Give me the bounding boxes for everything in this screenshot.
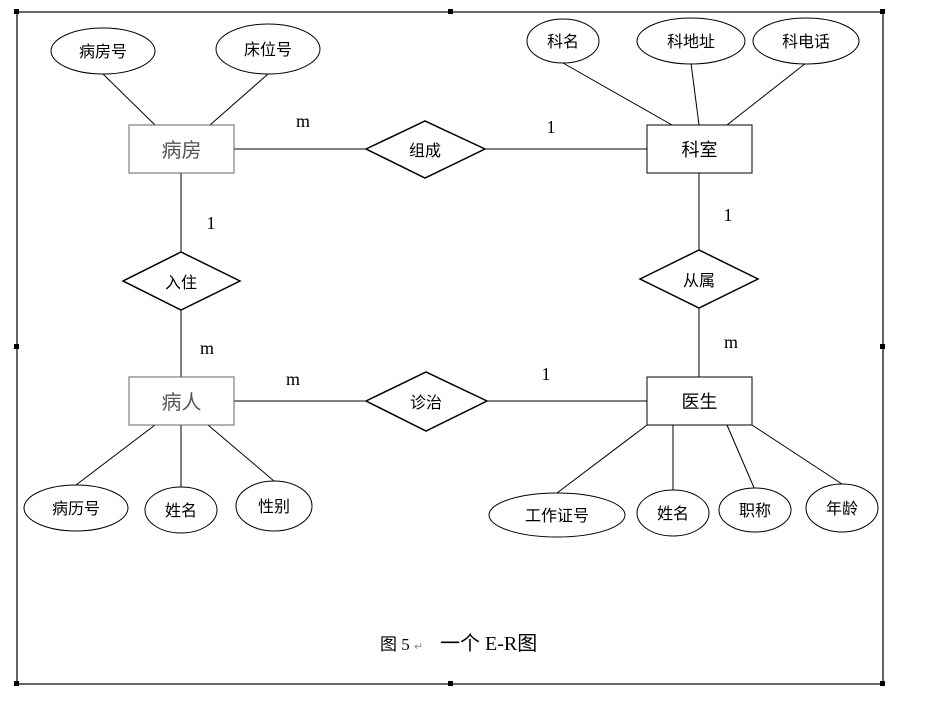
caption-label: 图 5 xyxy=(380,635,410,654)
cardinality-label: 1 xyxy=(547,117,556,137)
relationship-diamond xyxy=(638,249,760,309)
connector xyxy=(690,62,700,126)
cardinalities: m 1 1 m 1 m m 1 xyxy=(200,111,738,389)
cardinality-label: 1 xyxy=(542,364,551,384)
frame-handle xyxy=(880,681,885,686)
connector xyxy=(751,424,843,485)
connector xyxy=(562,62,673,126)
attribute-ellipse xyxy=(235,480,313,532)
attribute-ellipse xyxy=(718,487,792,533)
attribute-dept-phone: 科电话 xyxy=(752,17,860,65)
entity-label: 科室 xyxy=(682,140,718,161)
attribute-doctor-name: 姓名 xyxy=(636,489,710,537)
relationship-label: 诊治 xyxy=(410,393,442,412)
attribute-ellipse xyxy=(752,17,860,65)
relationship-diamond xyxy=(364,371,489,432)
frame-handle xyxy=(448,681,453,686)
attributes: 病房号 床位号 科名 科地址 科电话 病历号 姓名 性别 xyxy=(23,17,879,538)
cardinality-label: 1 xyxy=(724,205,733,225)
entity-box xyxy=(646,124,753,174)
relationship-belongs: 从属 xyxy=(638,249,760,309)
frame-handle xyxy=(14,681,19,686)
connector xyxy=(556,424,648,494)
attribute-label: 姓名 xyxy=(165,501,197,520)
attribute-ellipse xyxy=(215,23,321,75)
attribute-work-id: 工作证号 xyxy=(488,492,626,538)
entity-label: 医生 xyxy=(682,392,718,413)
attribute-label: 性别 xyxy=(258,497,290,516)
attribute-patient-gender: 性别 xyxy=(235,480,313,532)
cardinality-label: m xyxy=(296,111,310,131)
attribute-ellipse xyxy=(144,486,218,534)
attribute-ellipse xyxy=(636,489,710,537)
connector xyxy=(102,73,156,126)
diagram-frame xyxy=(16,11,884,685)
entity-doctor: 医生 xyxy=(646,376,753,426)
frame-handle xyxy=(880,9,885,14)
paragraph-mark: ↵ xyxy=(414,641,423,653)
entity-ward: 病房 xyxy=(128,124,235,174)
cardinality-label: m xyxy=(724,332,738,352)
attribute-label: 科地址 xyxy=(667,32,715,51)
figure-caption: 图 5 ↵ 一个 E-R图 xyxy=(380,632,537,655)
relationship-label: 入住 xyxy=(165,273,197,292)
frame-handle xyxy=(880,344,885,349)
attribute-label: 工作证号 xyxy=(525,506,589,525)
attribute-doctor-title: 职称 xyxy=(718,487,792,533)
relationship-treats: 诊治 xyxy=(364,371,489,432)
relationship-label: 组成 xyxy=(409,141,441,160)
attribute-label: 科名 xyxy=(547,32,579,51)
entity-department: 科室 xyxy=(646,124,753,174)
attribute-ellipse xyxy=(805,483,879,533)
connector xyxy=(726,62,807,126)
caption-title: 一个 E-R图 xyxy=(440,632,537,655)
relationship-diamond xyxy=(121,251,242,311)
attribute-ellipse xyxy=(50,27,156,75)
attribute-dept-address: 科地址 xyxy=(636,17,746,65)
frame-handle xyxy=(14,344,19,349)
attribute-label: 病房号 xyxy=(79,42,127,61)
relationship-admits: 入住 xyxy=(121,251,242,311)
attribute-record-no: 病历号 xyxy=(23,484,129,532)
cardinality-label: 1 xyxy=(207,213,216,233)
attribute-doctor-age: 年龄 xyxy=(805,483,879,533)
attribute-label: 年龄 xyxy=(826,499,858,518)
cardinality-label: m xyxy=(286,369,300,389)
connector xyxy=(75,424,156,486)
attribute-ellipse xyxy=(526,18,600,64)
connector xyxy=(726,424,756,491)
entity-patient: 病人 xyxy=(128,376,235,426)
attribute-label: 科电话 xyxy=(782,32,830,51)
relationship-label: 从属 xyxy=(683,271,715,290)
entity-label: 病人 xyxy=(162,390,202,414)
entity-box xyxy=(646,376,753,426)
relationship-composes: 组成 xyxy=(364,120,487,179)
attribute-label: 床位号 xyxy=(244,40,292,59)
connector xyxy=(207,424,275,482)
entity-label: 病房 xyxy=(162,138,202,162)
attribute-label: 职称 xyxy=(739,501,771,520)
attribute-bed-no: 床位号 xyxy=(215,23,321,75)
connector-lines xyxy=(75,62,843,494)
attribute-ellipse xyxy=(636,17,746,65)
attribute-ellipse xyxy=(488,492,626,538)
cardinality-label: m xyxy=(200,338,214,358)
attribute-label: 姓名 xyxy=(657,504,689,523)
attribute-dept-name: 科名 xyxy=(526,18,600,64)
connector xyxy=(209,73,269,126)
attribute-ward-no: 病房号 xyxy=(50,27,156,75)
frame-handle xyxy=(14,9,19,14)
entity-box xyxy=(128,376,235,426)
relationship-diamond xyxy=(364,120,487,179)
attribute-patient-name: 姓名 xyxy=(144,486,218,534)
frame-handle xyxy=(448,9,453,14)
attribute-label: 病历号 xyxy=(52,499,100,518)
attribute-ellipse xyxy=(23,484,129,532)
entity-box xyxy=(128,124,235,174)
